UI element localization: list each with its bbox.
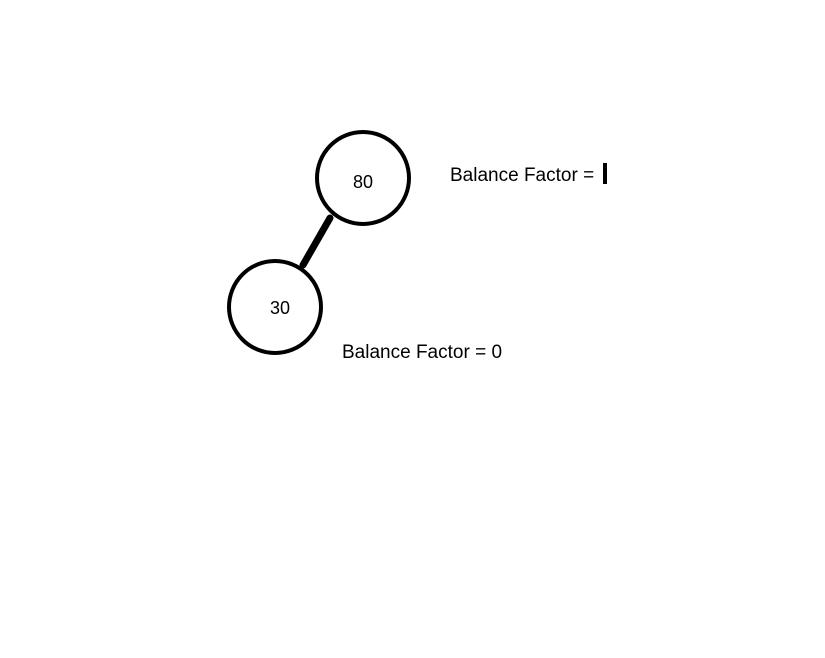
tree-node-80: 80	[315, 130, 411, 226]
balance-factor-value: 0	[491, 342, 503, 363]
balance-factor-label: Balance Factor =	[450, 165, 595, 186]
text-cursor-icon	[603, 163, 608, 184]
node-circle	[315, 130, 411, 226]
node-circle	[227, 259, 323, 355]
node-value: 80	[353, 172, 373, 192]
tree-edge-80-30	[299, 214, 334, 269]
node-value: 30	[270, 298, 290, 318]
balance-factor-80[interactable]: Balance Factor =	[450, 163, 608, 186]
balance-factor-label: Balance Factor =	[342, 342, 487, 363]
balance-factor-30: Balance Factor = 0	[342, 343, 502, 362]
tree-node-30: 30	[227, 259, 323, 355]
